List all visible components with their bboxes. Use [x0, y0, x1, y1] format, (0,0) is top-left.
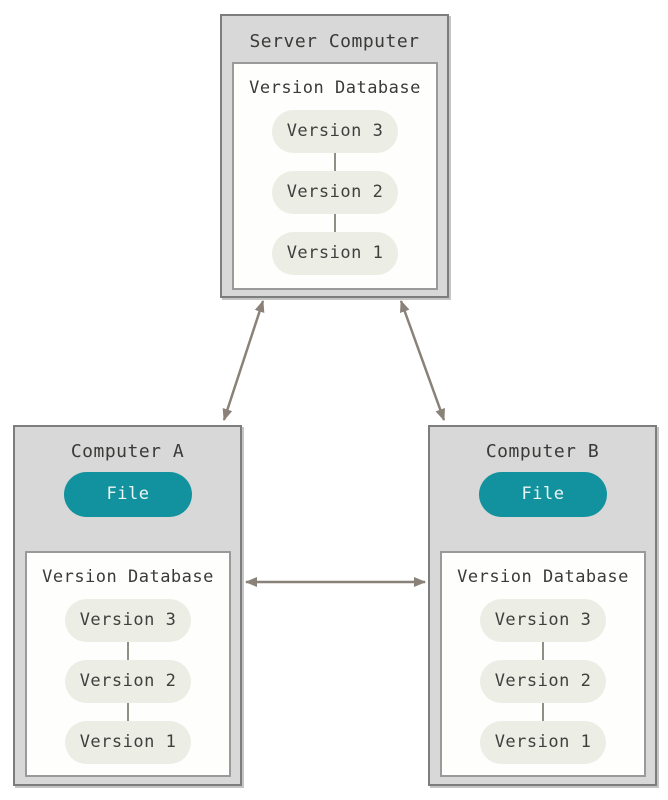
- version-pill: Version 1: [480, 721, 606, 764]
- computer-b-title: Computer B: [485, 441, 600, 462]
- computer-a-version-database-box: Version Database Version 3 Version 2 Ver…: [25, 551, 231, 777]
- computer-b-box: Computer B File Version Database Version…: [428, 425, 657, 786]
- version-pill: Version 1: [65, 721, 191, 764]
- version-database-title: Version Database: [249, 78, 421, 98]
- version-connector-line: [127, 642, 129, 660]
- version-database-title: Version Database: [457, 567, 629, 587]
- version-connector-line: [334, 214, 336, 232]
- file-pill: File: [64, 472, 192, 517]
- version-connector-line: [127, 703, 129, 721]
- server-computer-box: Server Computer Version Database Version…: [220, 14, 449, 298]
- bidirectional-arrow-server-computer-b-icon: [399, 300, 446, 421]
- version-connector-line: [542, 642, 544, 660]
- bidirectional-arrow-server-computer-a-icon: [222, 300, 265, 421]
- version-pill: Version 2: [272, 171, 398, 214]
- file-pill: File: [479, 472, 607, 517]
- version-pill: Version 3: [272, 110, 398, 153]
- version-pill: Version 1: [272, 232, 398, 275]
- computer-b-version-database-box: Version Database Version 3 Version 2 Ver…: [440, 551, 646, 777]
- version-pill: Version 3: [480, 599, 606, 642]
- version-pill: Version 2: [480, 660, 606, 703]
- computer-a-title: Computer A: [70, 441, 185, 462]
- computer-a-box: Computer A File Version Database Version…: [13, 425, 242, 786]
- server-version-database-box: Version Database Version 3 Version 2 Ver…: [232, 62, 438, 290]
- version-connector-line: [542, 703, 544, 721]
- version-pill: Version 2: [65, 660, 191, 703]
- version-pill: Version 3: [65, 599, 191, 642]
- version-connector-line: [334, 153, 336, 171]
- server-computer-title: Server Computer: [249, 31, 420, 52]
- version-database-title: Version Database: [42, 567, 214, 587]
